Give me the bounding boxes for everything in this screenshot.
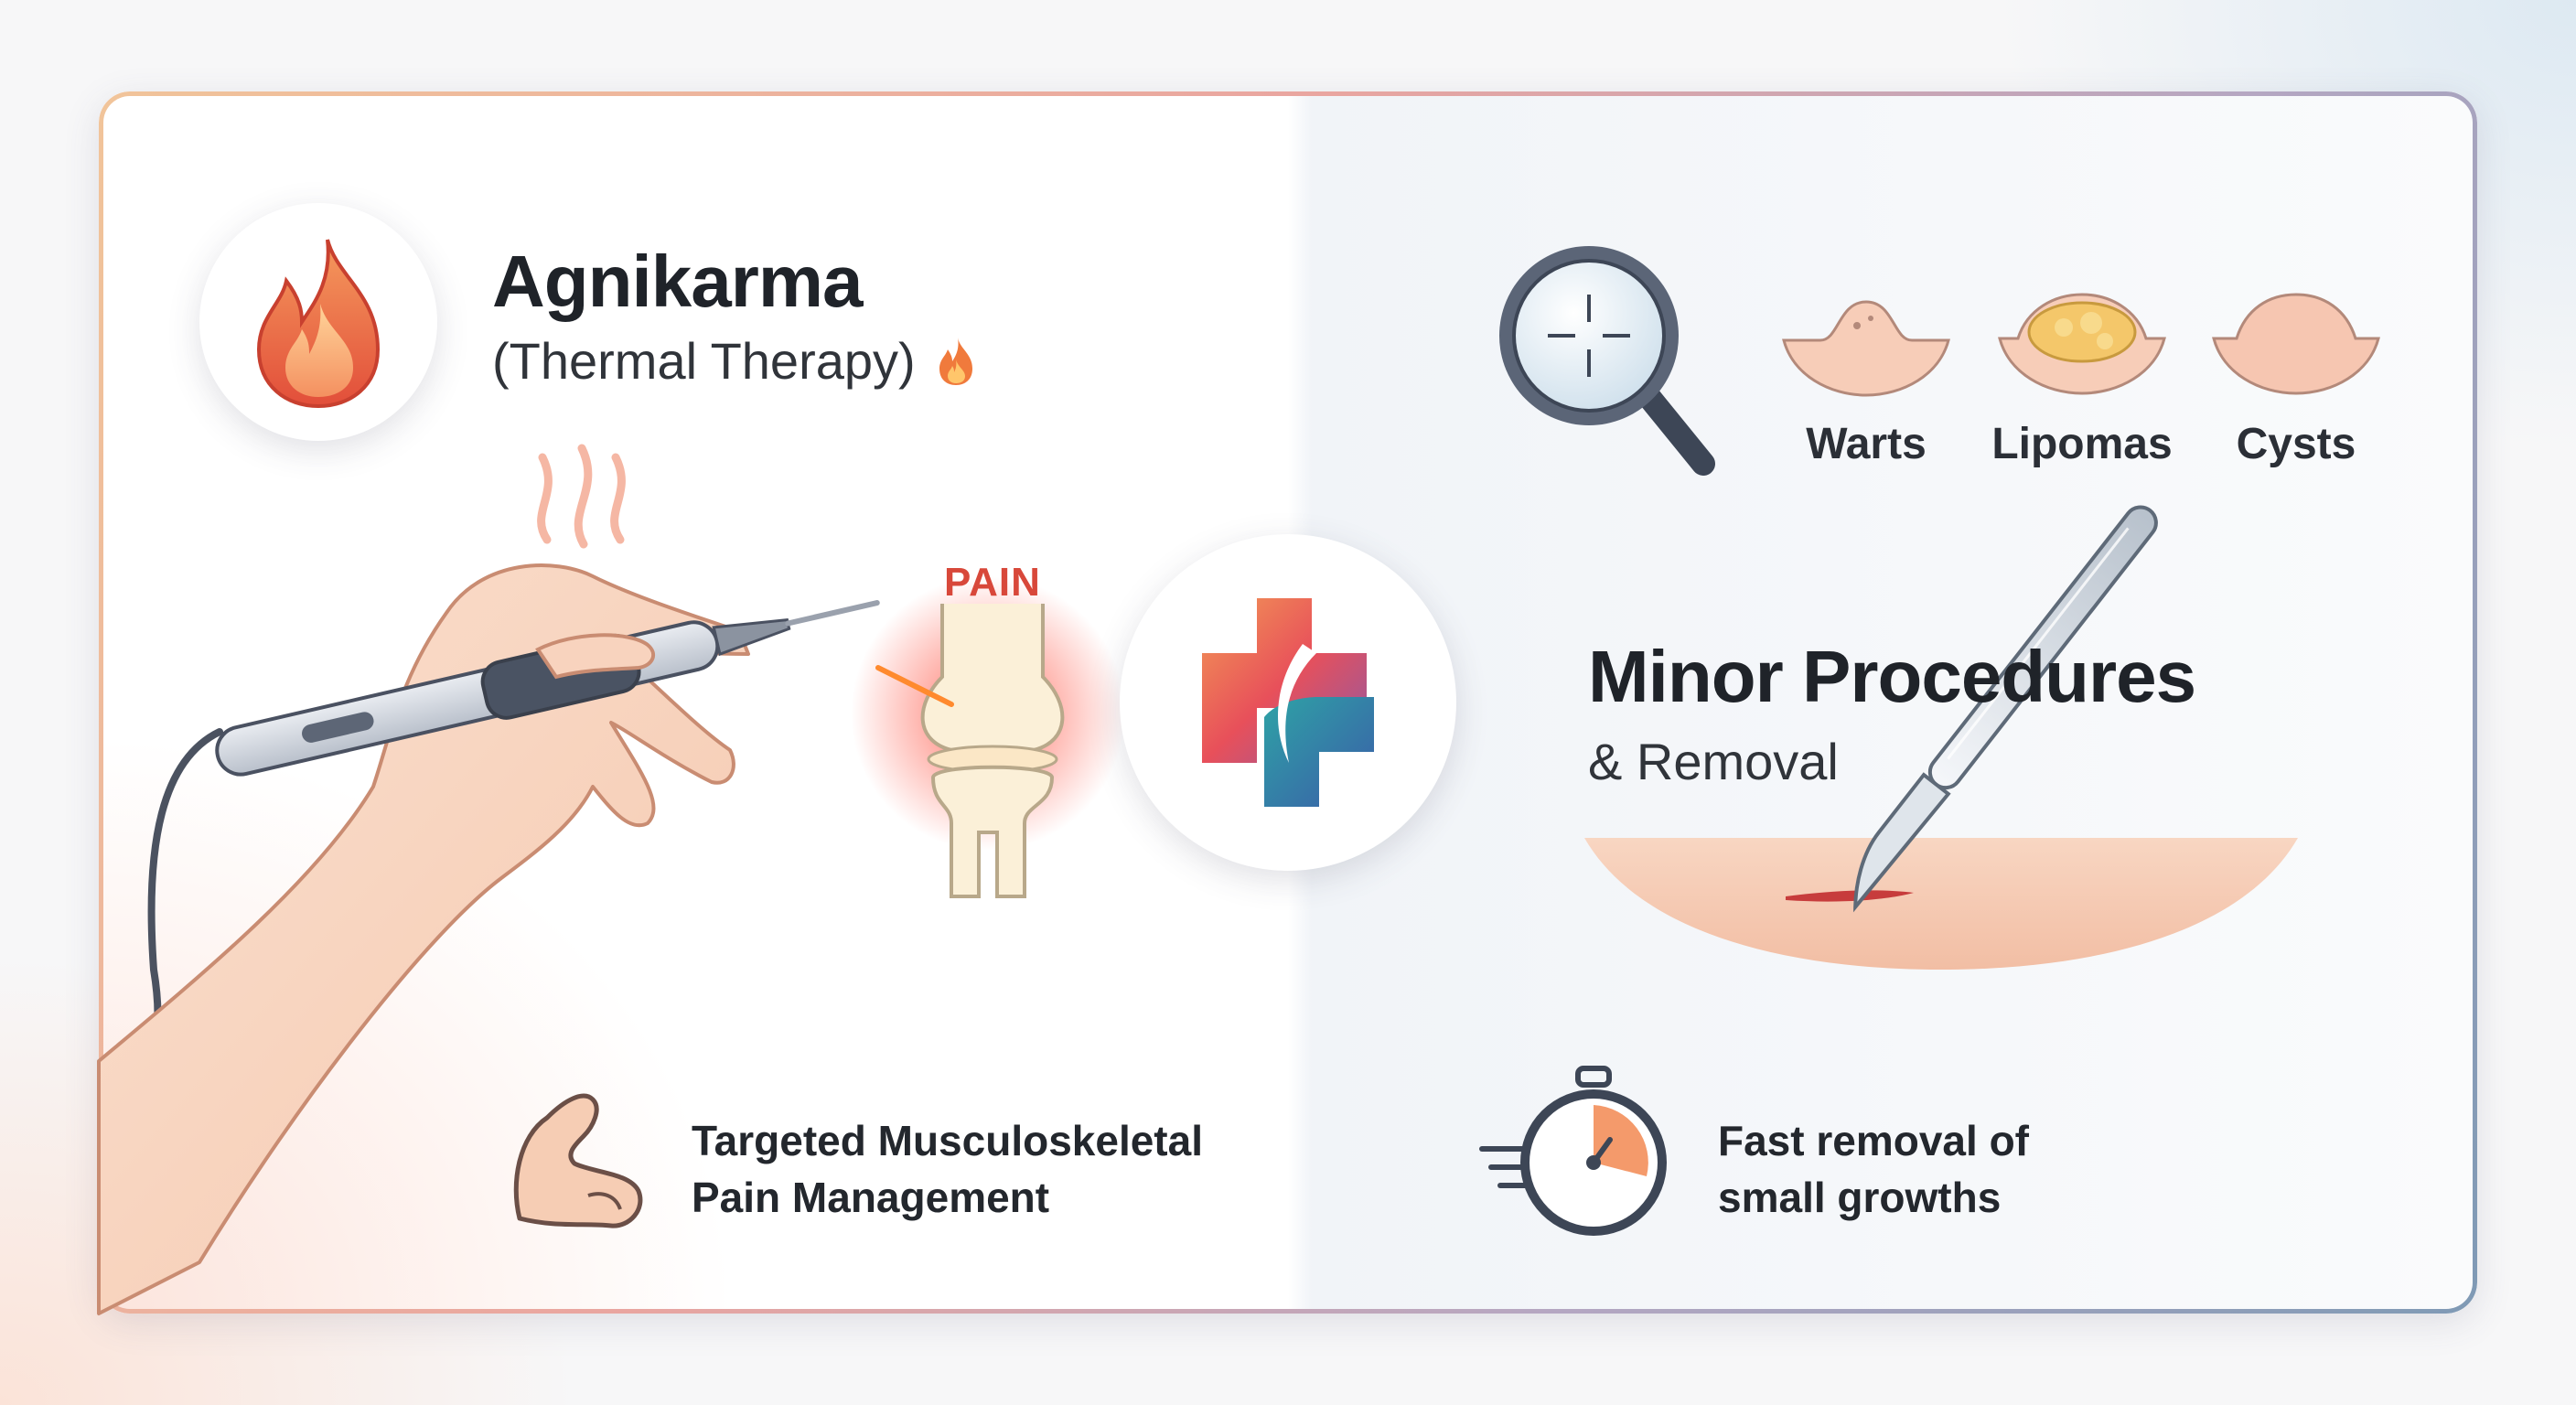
growth-label-cysts: Cysts [2236,420,2356,468]
growth-label-lipomas: Lipomas [1991,420,2173,468]
knee-joint-illustration [851,576,1125,898]
agnikarma-caption: Targeted Musculoskeletal Pain Management [692,1112,1203,1226]
agnikarma-subtitle-row: (Thermal Therapy) [492,331,980,391]
procedures-caption-line1: Fast removal of [1718,1117,2029,1164]
agnikarma-caption-line2: Pain Management [692,1174,1050,1221]
procedures-caption-line2: small growths [1718,1174,2002,1221]
growth-label-warts: Warts [1806,420,1927,468]
agnikarma-title: Agnikarma [492,241,863,322]
medical-cross-icon [1202,598,1374,807]
magnifier-icon [1499,246,1715,476]
flame-icon [256,239,381,409]
medical-cross-badge [1120,534,1456,871]
minor-procedures-title: Minor Procedures [1588,636,2196,717]
wart-illustration [1782,300,1950,397]
procedures-caption: Fast removal of small growths [1718,1112,2029,1226]
probe-tip-glow [875,665,954,707]
hand-probe-illustration [97,444,880,1315]
pain-label: PAIN [944,560,1041,605]
stopwatch-icon [1479,1066,1667,1236]
flexed-arm-icon [513,1093,643,1228]
agnikarma-subtitle: (Thermal Therapy) [492,332,916,390]
agnikarma-caption-line1: Targeted Musculoskeletal [692,1117,1203,1164]
flame-badge [199,203,437,441]
cyst-illustration [2212,293,2380,395]
scalpel-incision-illustration [1584,505,2298,970]
small-flame-icon [939,337,972,385]
minor-procedures-subtitle: & Removal [1588,733,1839,790]
lipoma-illustration [1998,293,2166,395]
